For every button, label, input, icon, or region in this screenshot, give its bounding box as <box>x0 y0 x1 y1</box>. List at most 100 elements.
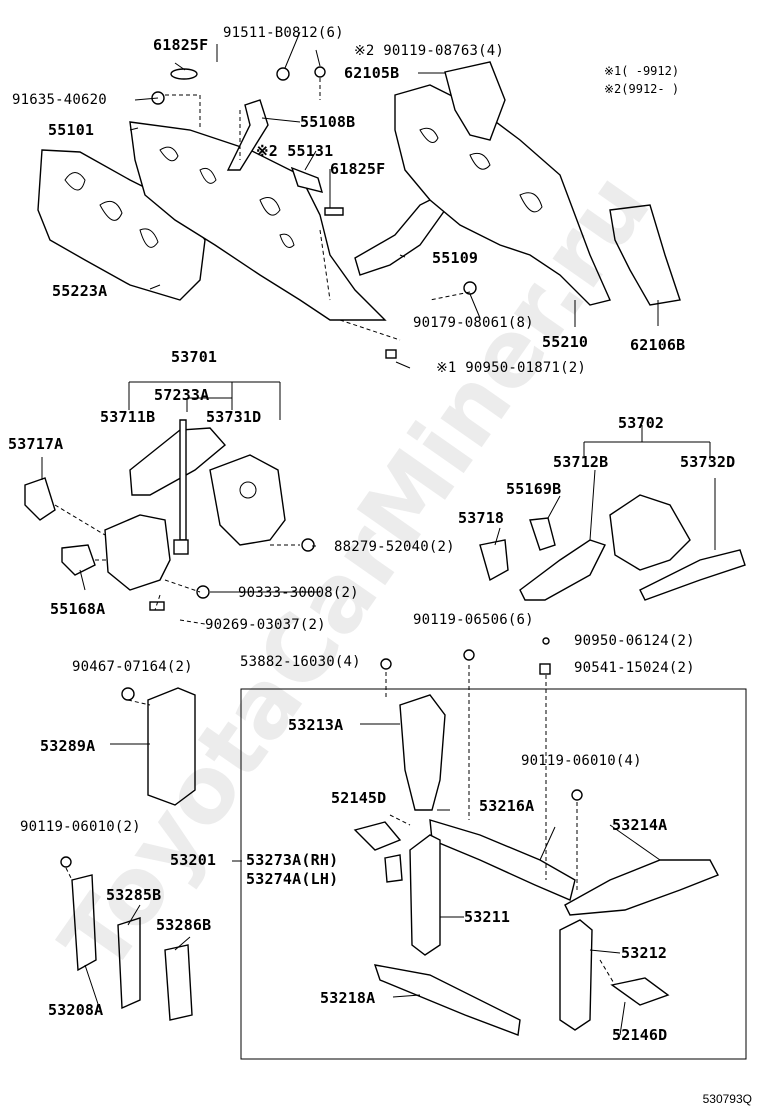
label-90269-03037: 90269-03037(2) <box>205 617 326 633</box>
bolt-90119-06010-a <box>571 789 583 801</box>
label-53286B: 53286B <box>156 916 212 934</box>
label-61825F-a: 61825F <box>153 36 209 54</box>
seal-53285B <box>117 917 141 1010</box>
label-61825F-b: 61825F <box>330 160 386 178</box>
label-55168A: 55168A <box>50 600 106 618</box>
plate-57233A <box>179 419 187 541</box>
panel-apron-side <box>104 514 171 591</box>
bolt-90119-06506 <box>463 649 475 661</box>
support-53214A <box>564 859 719 916</box>
label-52145D: 52145D <box>331 789 387 807</box>
rail-53732D <box>639 549 746 601</box>
label-53285B: 53285B <box>106 886 162 904</box>
panel-55210 <box>394 84 611 306</box>
label-53717A: 53717A <box>8 435 64 453</box>
label-53882-16030: 53882-16030(4) <box>240 654 361 670</box>
brace-55108B <box>226 99 269 171</box>
seal-53208A <box>71 874 97 972</box>
label-90333-30008: 90333-30008(2) <box>238 585 359 601</box>
note-1: ※1( -9912) <box>604 63 679 79</box>
label-90119-08763: ※2 90119-08763(4) <box>354 43 504 59</box>
label-55108B: 55108B <box>300 113 356 131</box>
bolt-90119-08763 <box>314 66 326 78</box>
note-2-mark: ※2 <box>604 82 622 96</box>
label-90541-15024: 90541-15024(2) <box>574 660 695 676</box>
clip-90269 <box>149 601 165 611</box>
label-90119-06010-b: 90119-06010(2) <box>20 819 141 835</box>
support-53213A <box>399 694 446 811</box>
label-55223A: 55223A <box>52 282 108 300</box>
label-53216A: 53216A <box>479 797 535 815</box>
dash-panel-55101 <box>129 121 387 321</box>
label-90179-08061: 90179-08061(8) <box>413 315 534 331</box>
label-53273A: 53273A(RH) <box>246 851 339 869</box>
bracket-57233A-lower <box>173 539 189 555</box>
note-2: ※2(9912- ) <box>604 81 679 97</box>
plate-55131 <box>290 166 324 193</box>
support-53211 <box>409 834 441 956</box>
label-62106B: 62106B <box>630 336 686 354</box>
label-91635-40620: 91635-40620 <box>12 92 107 108</box>
support-53218A <box>373 964 521 1036</box>
label-53214A: 53214A <box>612 816 668 834</box>
bracket-55168A <box>61 544 96 576</box>
grommet-61825F-b <box>324 207 344 216</box>
label-53208A: 53208A <box>48 1001 104 1019</box>
label-53289A: 53289A <box>40 737 96 755</box>
grommet-53882 <box>380 658 392 670</box>
label-55210: 55210 <box>542 333 589 351</box>
label-53213A: 53213A <box>288 716 344 734</box>
support-53212 <box>559 919 593 1031</box>
label-53718: 53718 <box>458 509 505 527</box>
label-53712B: 53712B <box>553 453 609 471</box>
label-55131: ※2 55131 <box>256 142 334 160</box>
bracket-53718 <box>479 539 509 582</box>
grommet-61825F-a <box>170 68 198 80</box>
bracket-52145D <box>353 821 402 851</box>
apron-53732D <box>609 494 691 571</box>
note-1-mark: ※1 <box>604 64 622 78</box>
label-53711B: 53711B <box>100 408 156 426</box>
label-55109: 55109 <box>432 249 479 267</box>
panel-53289A <box>147 687 196 806</box>
bracket-53273A <box>384 854 403 883</box>
label-90950-06124: 90950-06124(2) <box>574 633 695 649</box>
bracket-53717A <box>24 477 56 521</box>
clip-90950-06124 <box>542 637 550 645</box>
note-1-range: ( -9912) <box>621 64 680 78</box>
apron-53711B <box>129 427 227 496</box>
label-55101: 55101 <box>48 121 95 139</box>
bracket-52146D <box>610 977 670 1006</box>
clip-90950-01871 <box>385 349 397 359</box>
apron-53712B <box>519 539 606 601</box>
cap-90333 <box>196 585 210 599</box>
label-90950-01871: ※1 90950-01871(2) <box>436 360 586 376</box>
diagram-code: 530793Q <box>702 1092 752 1106</box>
label-53701: 53701 <box>171 348 218 366</box>
label-55169B: 55169B <box>506 480 562 498</box>
support-53216A <box>429 819 576 901</box>
bracket-55169B <box>529 517 556 551</box>
plug-88279 <box>301 538 315 552</box>
label-91511-B0812: 91511-B0812(6) <box>223 25 344 41</box>
label-53212: 53212 <box>621 944 668 962</box>
label-53218A: 53218A <box>320 989 376 1007</box>
label-53731D: 53731D <box>206 408 262 426</box>
label-53702: 53702 <box>618 414 665 432</box>
label-53211: 53211 <box>464 908 511 926</box>
nut-90541 <box>539 663 551 675</box>
seal-53286B <box>164 944 193 1021</box>
bolt-90119-06010-b <box>60 856 72 868</box>
label-90467-07164: 90467-07164(2) <box>72 659 193 675</box>
bolt-90467 <box>121 687 135 701</box>
apron-53731D <box>209 454 286 546</box>
note-2-range: (9912- ) <box>621 82 680 96</box>
label-52146D: 52146D <box>612 1026 668 1044</box>
label-53732D: 53732D <box>680 453 736 471</box>
label-90119-06010-a: 90119-06010(4) <box>521 753 642 769</box>
label-90119-06506: 90119-06506(6) <box>413 612 534 628</box>
insulator-62105B <box>444 61 506 141</box>
label-88279-52040: 88279-52040(2) <box>334 539 455 555</box>
